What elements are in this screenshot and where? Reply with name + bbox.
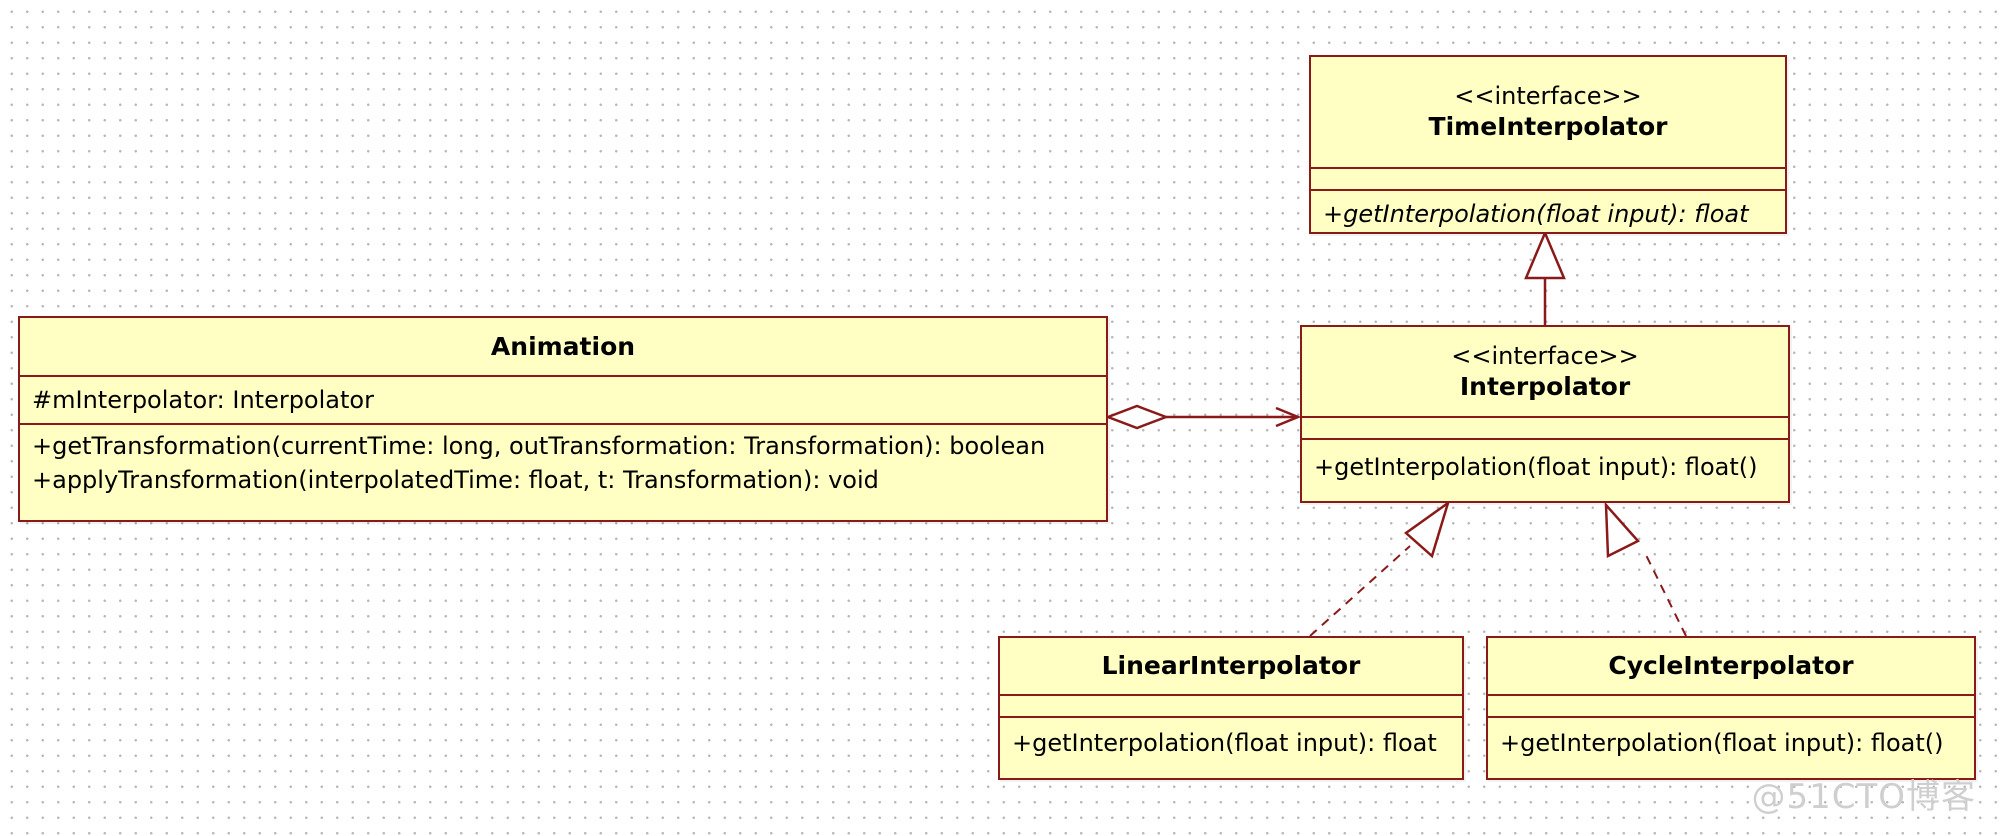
cycle-interpolator-class[interactable]: CycleInterpolator +getInterpolation(floa… bbox=[1486, 636, 1976, 780]
method-row: +applyTransformation(interpolatedTime: f… bbox=[32, 466, 879, 494]
class-name: Interpolator bbox=[1459, 371, 1631, 401]
methods-section: +getInterpolation(float input): float() bbox=[1302, 438, 1788, 484]
method-row: +getTransformation(currentTime: long, ou… bbox=[32, 432, 1046, 460]
attributes-section: #mInterpolator: Interpolator bbox=[20, 375, 1106, 423]
time-interpolator-header: <<interface>> TimeInterpolator bbox=[1311, 57, 1785, 167]
linear-interpolator-class[interactable]: LinearInterpolator +getInterpolation(flo… bbox=[998, 636, 1464, 780]
class-name: CycleInterpolator bbox=[1608, 651, 1854, 680]
aggregation-diamond bbox=[1104, 404, 1170, 430]
methods-section: +getInterpolation(float input): float bbox=[1000, 716, 1462, 760]
methods-section: +getTransformation(currentTime: long, ou… bbox=[20, 423, 1106, 497]
stereotype-label: <<interface>> bbox=[1454, 82, 1642, 110]
time-interpolator-class[interactable]: <<interface>> TimeInterpolator +getInter… bbox=[1309, 55, 1787, 234]
methods-section: +getInterpolation(float input): float() bbox=[1488, 716, 1974, 760]
interpolator-class[interactable]: <<interface>> Interpolator +getInterpola… bbox=[1300, 325, 1790, 503]
method-row: +getInterpolation(float input): float() bbox=[1500, 729, 1944, 757]
cycle-interpolator-header: CycleInterpolator bbox=[1488, 638, 1974, 694]
interpolator-header: <<interface>> Interpolator bbox=[1302, 327, 1788, 416]
animation-header: Animation bbox=[20, 318, 1106, 375]
method-row: +getInterpolation(float input): float() bbox=[1314, 453, 1758, 481]
cycle-realization-arrowhead bbox=[1604, 501, 1641, 558]
linear-interpolator-header: LinearInterpolator bbox=[1000, 638, 1462, 694]
generalization-arrowhead bbox=[1524, 229, 1566, 280]
methods-section: +getInterpolation(float input): float bbox=[1311, 189, 1785, 231]
attributes-section bbox=[1488, 694, 1974, 716]
method-row: +getInterpolation(float input): float bbox=[1323, 200, 1749, 228]
cycle-realization-line bbox=[1644, 552, 1687, 637]
attributes-section bbox=[1311, 167, 1785, 189]
linear-realization-arrowhead bbox=[1403, 499, 1451, 559]
stereotype-label: <<interface>> bbox=[1451, 341, 1639, 370]
class-name: Animation bbox=[490, 331, 636, 361]
class-name: LinearInterpolator bbox=[1101, 651, 1361, 680]
attributes-section bbox=[1000, 694, 1462, 716]
attributes-section bbox=[1302, 416, 1788, 438]
animation-class[interactable]: Animation #mInterpolator: Interpolator +… bbox=[18, 316, 1108, 522]
linear-realization-line bbox=[1309, 545, 1411, 637]
aggregation-arrow-head bbox=[1275, 406, 1302, 428]
watermark-text: @51CTO博客 bbox=[1751, 777, 1976, 817]
method-row: +getInterpolation(float input): float bbox=[1012, 729, 1437, 757]
attribute-row: #mInterpolator: Interpolator bbox=[32, 386, 374, 414]
class-name: TimeInterpolator bbox=[1428, 112, 1668, 141]
